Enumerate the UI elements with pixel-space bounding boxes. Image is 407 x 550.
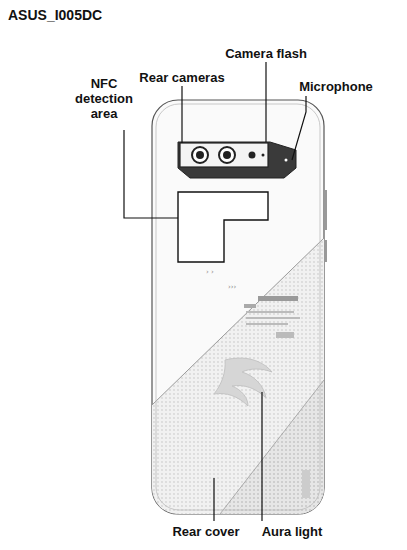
part-label: Rear cover [158, 524, 254, 539]
svg-text:› ›: › › [206, 268, 214, 276]
camera-module [178, 142, 296, 178]
part-label: Microphone [290, 79, 382, 94]
part-label: Aura light [247, 524, 337, 539]
phone-body [152, 100, 324, 514]
part-label: NFC detection area [65, 76, 143, 121]
aura-logo [214, 358, 272, 406]
diagram-title: ASUS_I005DC [8, 7, 102, 23]
part-label: Camera flash [211, 46, 321, 61]
part-label: Rear cameras [127, 70, 237, 85]
svg-text:›››: ››› [228, 283, 237, 291]
nfc-area [178, 192, 268, 262]
